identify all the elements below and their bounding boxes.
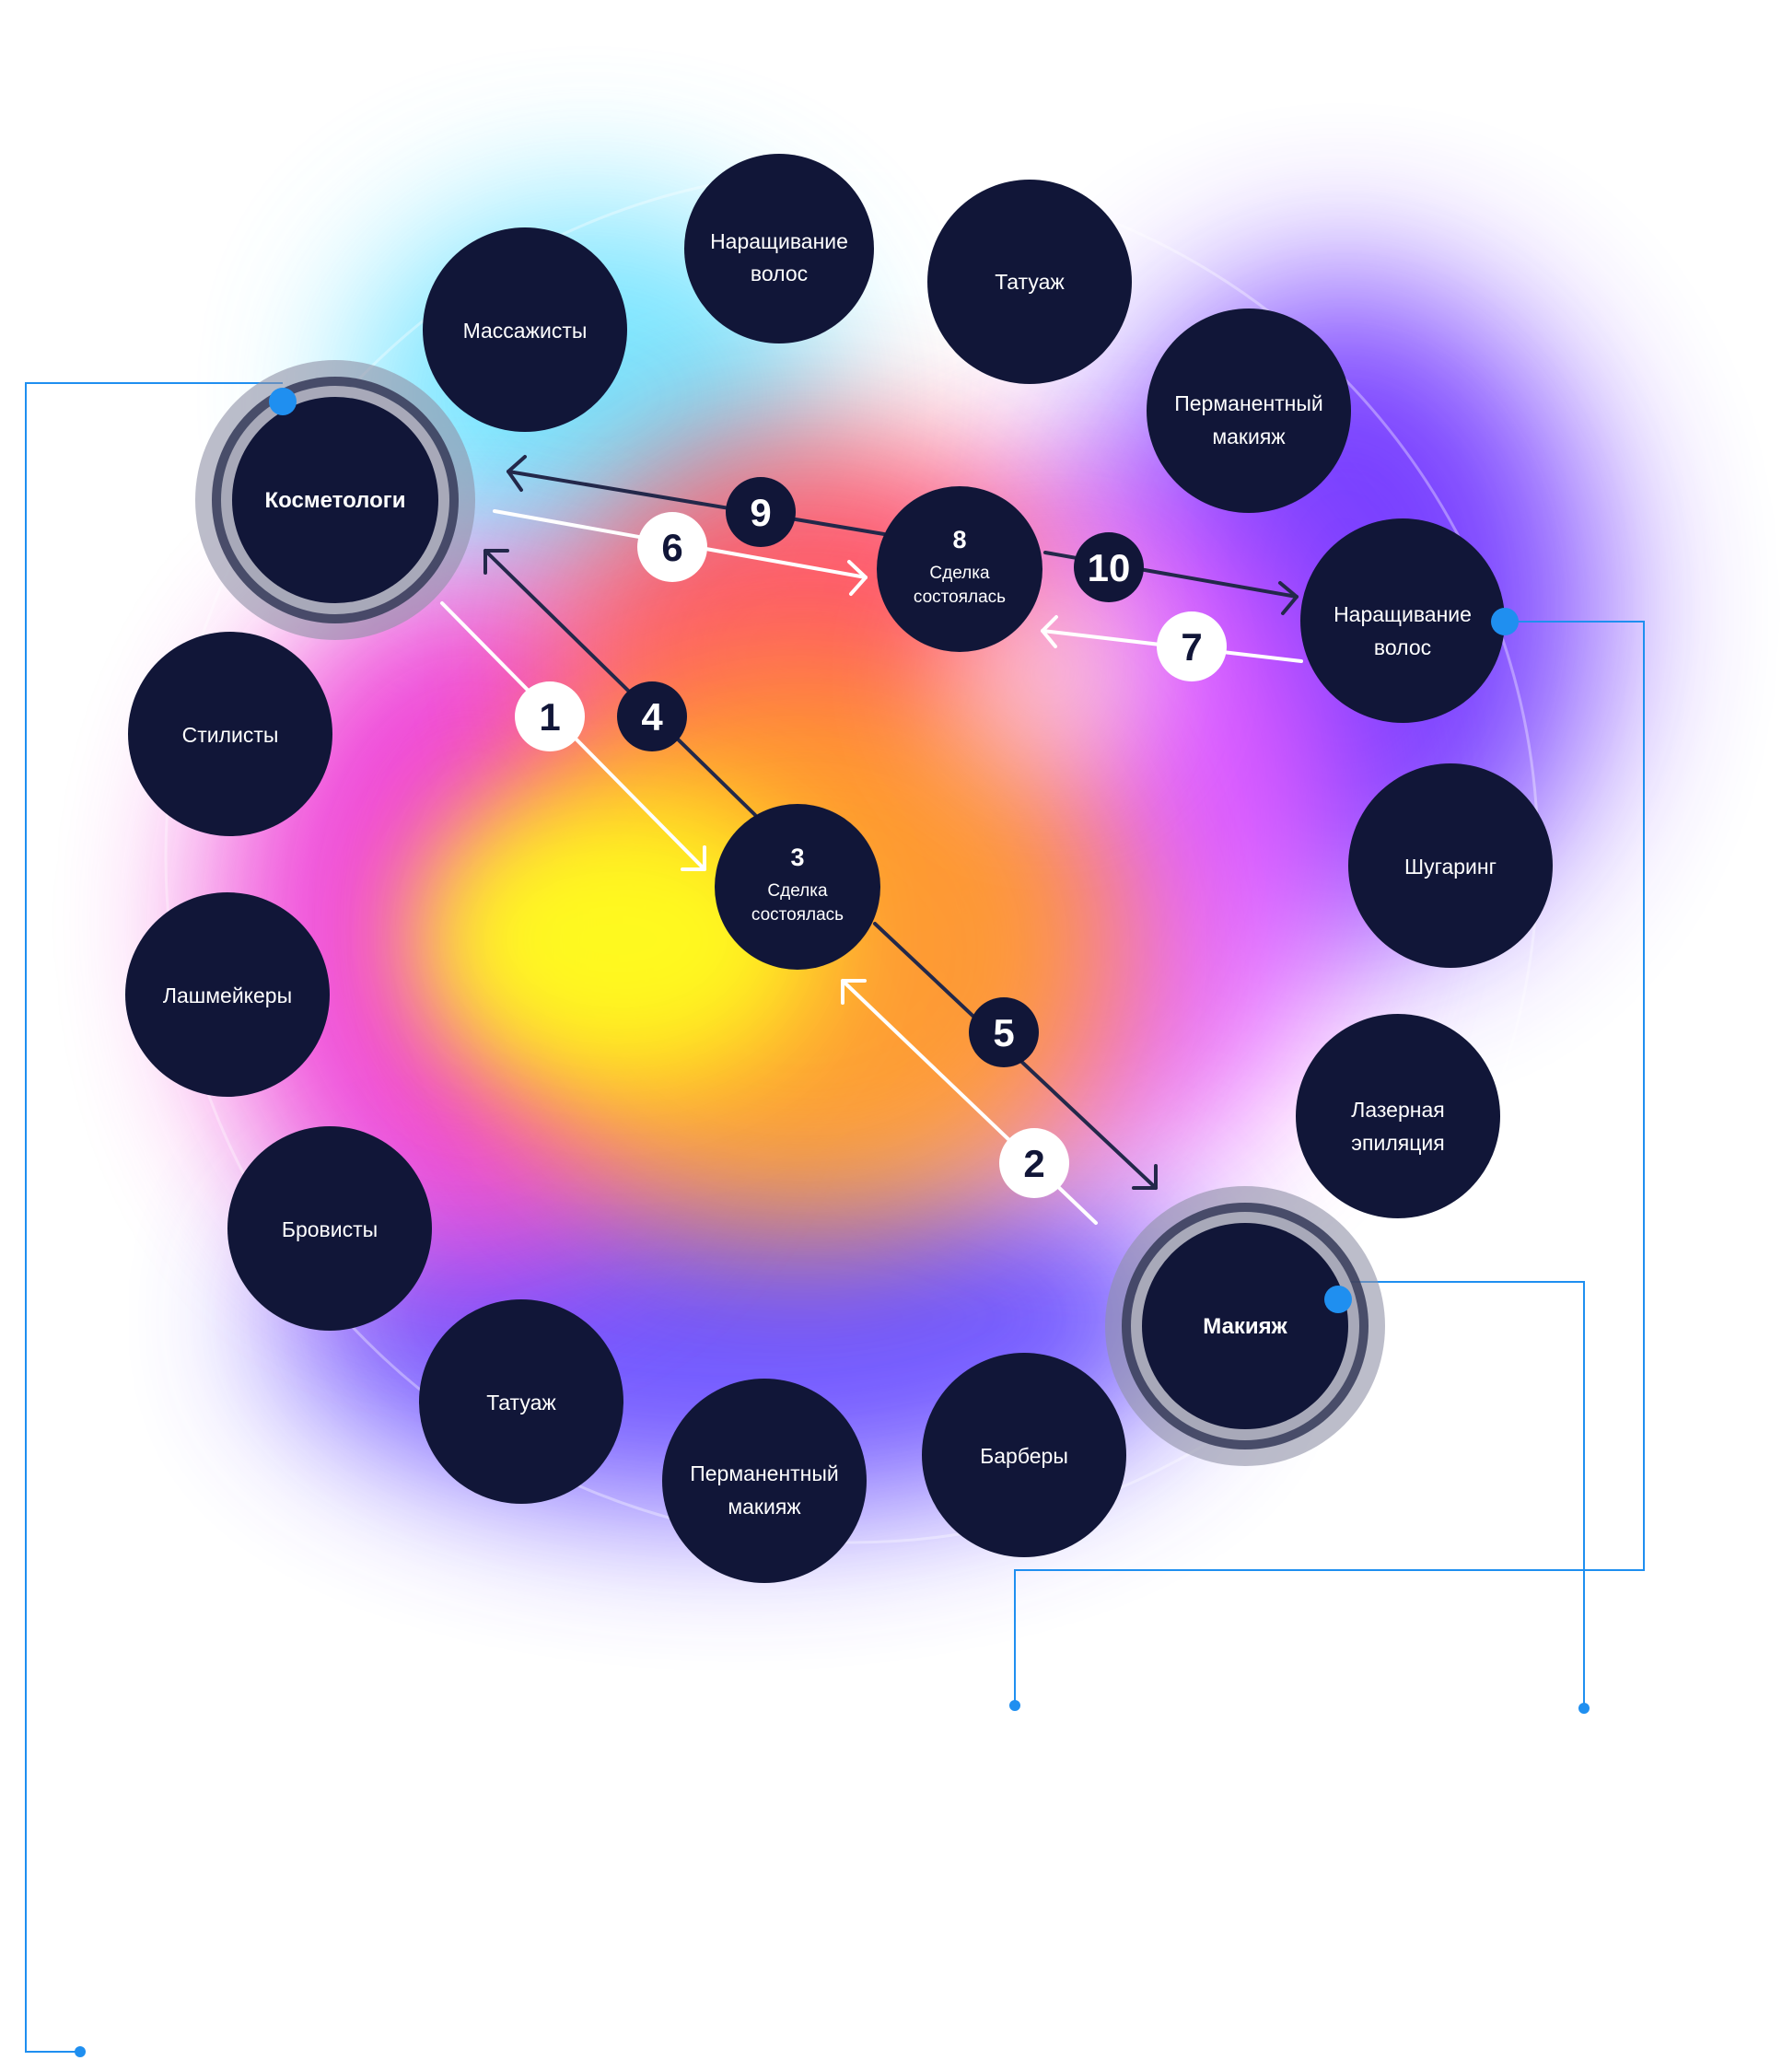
- step-number: 7: [1181, 625, 1202, 669]
- arrow-step-4: [483, 549, 757, 817]
- arrow-head: [1278, 581, 1299, 615]
- step-number: 4: [641, 695, 663, 739]
- node-hair-extension-right[interactable]: Наращивание волос: [1300, 518, 1505, 723]
- deal-node-top[interactable]: 8 Сделка состоялась: [877, 486, 1042, 652]
- step-number: 1: [539, 695, 560, 739]
- arrow-head: [847, 560, 868, 596]
- node-label: Татуаж: [995, 270, 1065, 294]
- node-label: макияж: [1212, 425, 1286, 448]
- arrow-head: [1132, 1164, 1158, 1190]
- arrow-head: [1041, 615, 1058, 648]
- node-tattoo-bottom[interactable]: Татуаж: [419, 1299, 623, 1504]
- node-label: Макияж: [1203, 1314, 1287, 1339]
- deal-number: 8: [952, 526, 966, 553]
- node-permanent-makeup-top[interactable]: Перманентный макияж: [1147, 308, 1351, 513]
- node-label: Бровисты: [282, 1217, 378, 1241]
- step-badge-5: 5: [969, 997, 1039, 1067]
- arrow-head: [681, 845, 706, 871]
- connector-dot-makeup: [1324, 1286, 1352, 1313]
- node-label: Лазерная: [1351, 1098, 1444, 1122]
- node-brow-artists[interactable]: Бровисты: [227, 1126, 432, 1331]
- node-laser-epilation[interactable]: Лазерная эпиляция: [1296, 1014, 1500, 1218]
- connector-dot-cosmetologists: [269, 388, 297, 415]
- connector-line-bottom: [1347, 1281, 1585, 1708]
- step-badge-1: 1: [515, 681, 585, 751]
- node-lashmakers[interactable]: Лашмейкеры: [125, 892, 330, 1097]
- node-massage[interactable]: Массажисты: [423, 227, 627, 432]
- step-badge-6: 6: [637, 512, 707, 582]
- step-badge-10: 10: [1074, 532, 1144, 602]
- connector-end-dot: [1009, 1700, 1020, 1711]
- step-number: 2: [1023, 1142, 1044, 1185]
- connector-dot-hair-extension: [1491, 608, 1519, 635]
- node-barbers[interactable]: Барберы: [922, 1353, 1126, 1557]
- connector-end-dot: [1578, 1703, 1590, 1714]
- arrow-head: [841, 979, 867, 1005]
- node-label: Татуаж: [486, 1391, 556, 1414]
- connector-line-right: [1014, 621, 1645, 1705]
- arrow-step-9: [507, 470, 886, 536]
- node-label: эпиляция: [1351, 1131, 1444, 1155]
- node-label: волос: [751, 262, 808, 285]
- node-label: Косметологи: [265, 488, 406, 513]
- node-label: Барберы: [980, 1444, 1068, 1468]
- node-label: Лашмейкеры: [163, 984, 292, 1007]
- step-number: 6: [661, 526, 682, 569]
- node-label: Наращивание: [710, 229, 848, 253]
- node-makeup[interactable]: Макияж: [1142, 1223, 1348, 1429]
- step-number: 5: [993, 1011, 1014, 1054]
- node-label: Массажисты: [463, 319, 588, 343]
- node-label: Наращивание: [1334, 602, 1472, 626]
- node-hair-extension-top[interactable]: Наращивание волос: [684, 154, 874, 343]
- step-badge-2: 2: [999, 1128, 1069, 1198]
- deal-label: Сделка: [767, 881, 828, 901]
- node-label: волос: [1374, 635, 1431, 659]
- deal-label: состоялась: [751, 905, 844, 925]
- deal-number: 3: [790, 844, 804, 871]
- node-cosmetologists[interactable]: Косметологи: [232, 397, 438, 603]
- node-label: макияж: [728, 1495, 801, 1519]
- step-number: 10: [1088, 546, 1131, 589]
- node-permanent-makeup-bottom[interactable]: Перманентный макияж: [662, 1379, 867, 1583]
- step-badge-9: 9: [726, 477, 796, 547]
- deal-label: состоялась: [914, 588, 1006, 607]
- node-label: Перманентный: [690, 1461, 839, 1485]
- node-stylists[interactable]: Стилисты: [128, 632, 332, 836]
- node-label: Перманентный: [1174, 391, 1323, 415]
- node-sugaring[interactable]: Шугаринг: [1348, 763, 1553, 968]
- arrow-head: [507, 455, 527, 492]
- connector-line-left: [25, 382, 283, 2053]
- node-tattoo-top[interactable]: Татуаж: [927, 180, 1132, 384]
- step-badge-7: 7: [1157, 611, 1227, 681]
- arrow-head: [483, 549, 509, 575]
- connector-end-dot: [75, 2046, 86, 2057]
- node-label: Шугаринг: [1404, 855, 1497, 879]
- step-number: 9: [750, 491, 771, 534]
- deal-label: Сделка: [929, 564, 990, 583]
- step-badge-4: 4: [617, 681, 687, 751]
- deal-node-center[interactable]: 3 Сделка состоялась: [715, 804, 880, 970]
- node-label: Стилисты: [182, 723, 279, 747]
